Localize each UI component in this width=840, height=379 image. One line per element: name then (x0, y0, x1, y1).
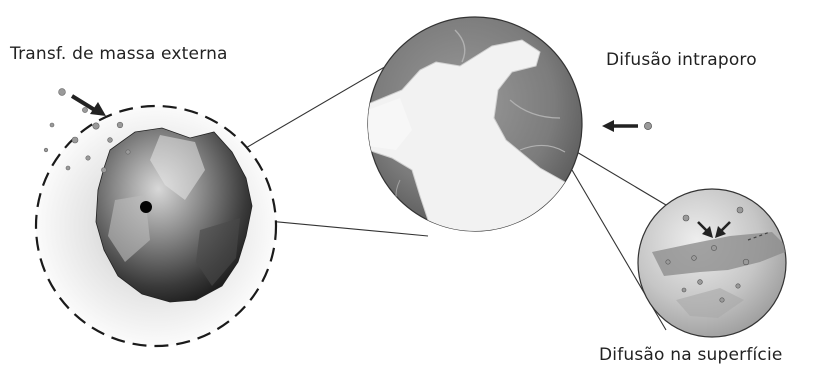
label-surface-diffusion: Difusão na superfície (599, 345, 783, 365)
intrapore-arrow (602, 120, 652, 132)
external-transfer-arrow (72, 96, 106, 116)
surface-zoom-figure (638, 189, 790, 337)
label-external-mass-transfer: Transf. de massa externa (10, 44, 228, 64)
adsorbent-particle-figure (36, 89, 276, 346)
pore-entry-spot (140, 201, 152, 213)
label-intrapore-diffusion: Difusão intraporo (606, 50, 757, 70)
